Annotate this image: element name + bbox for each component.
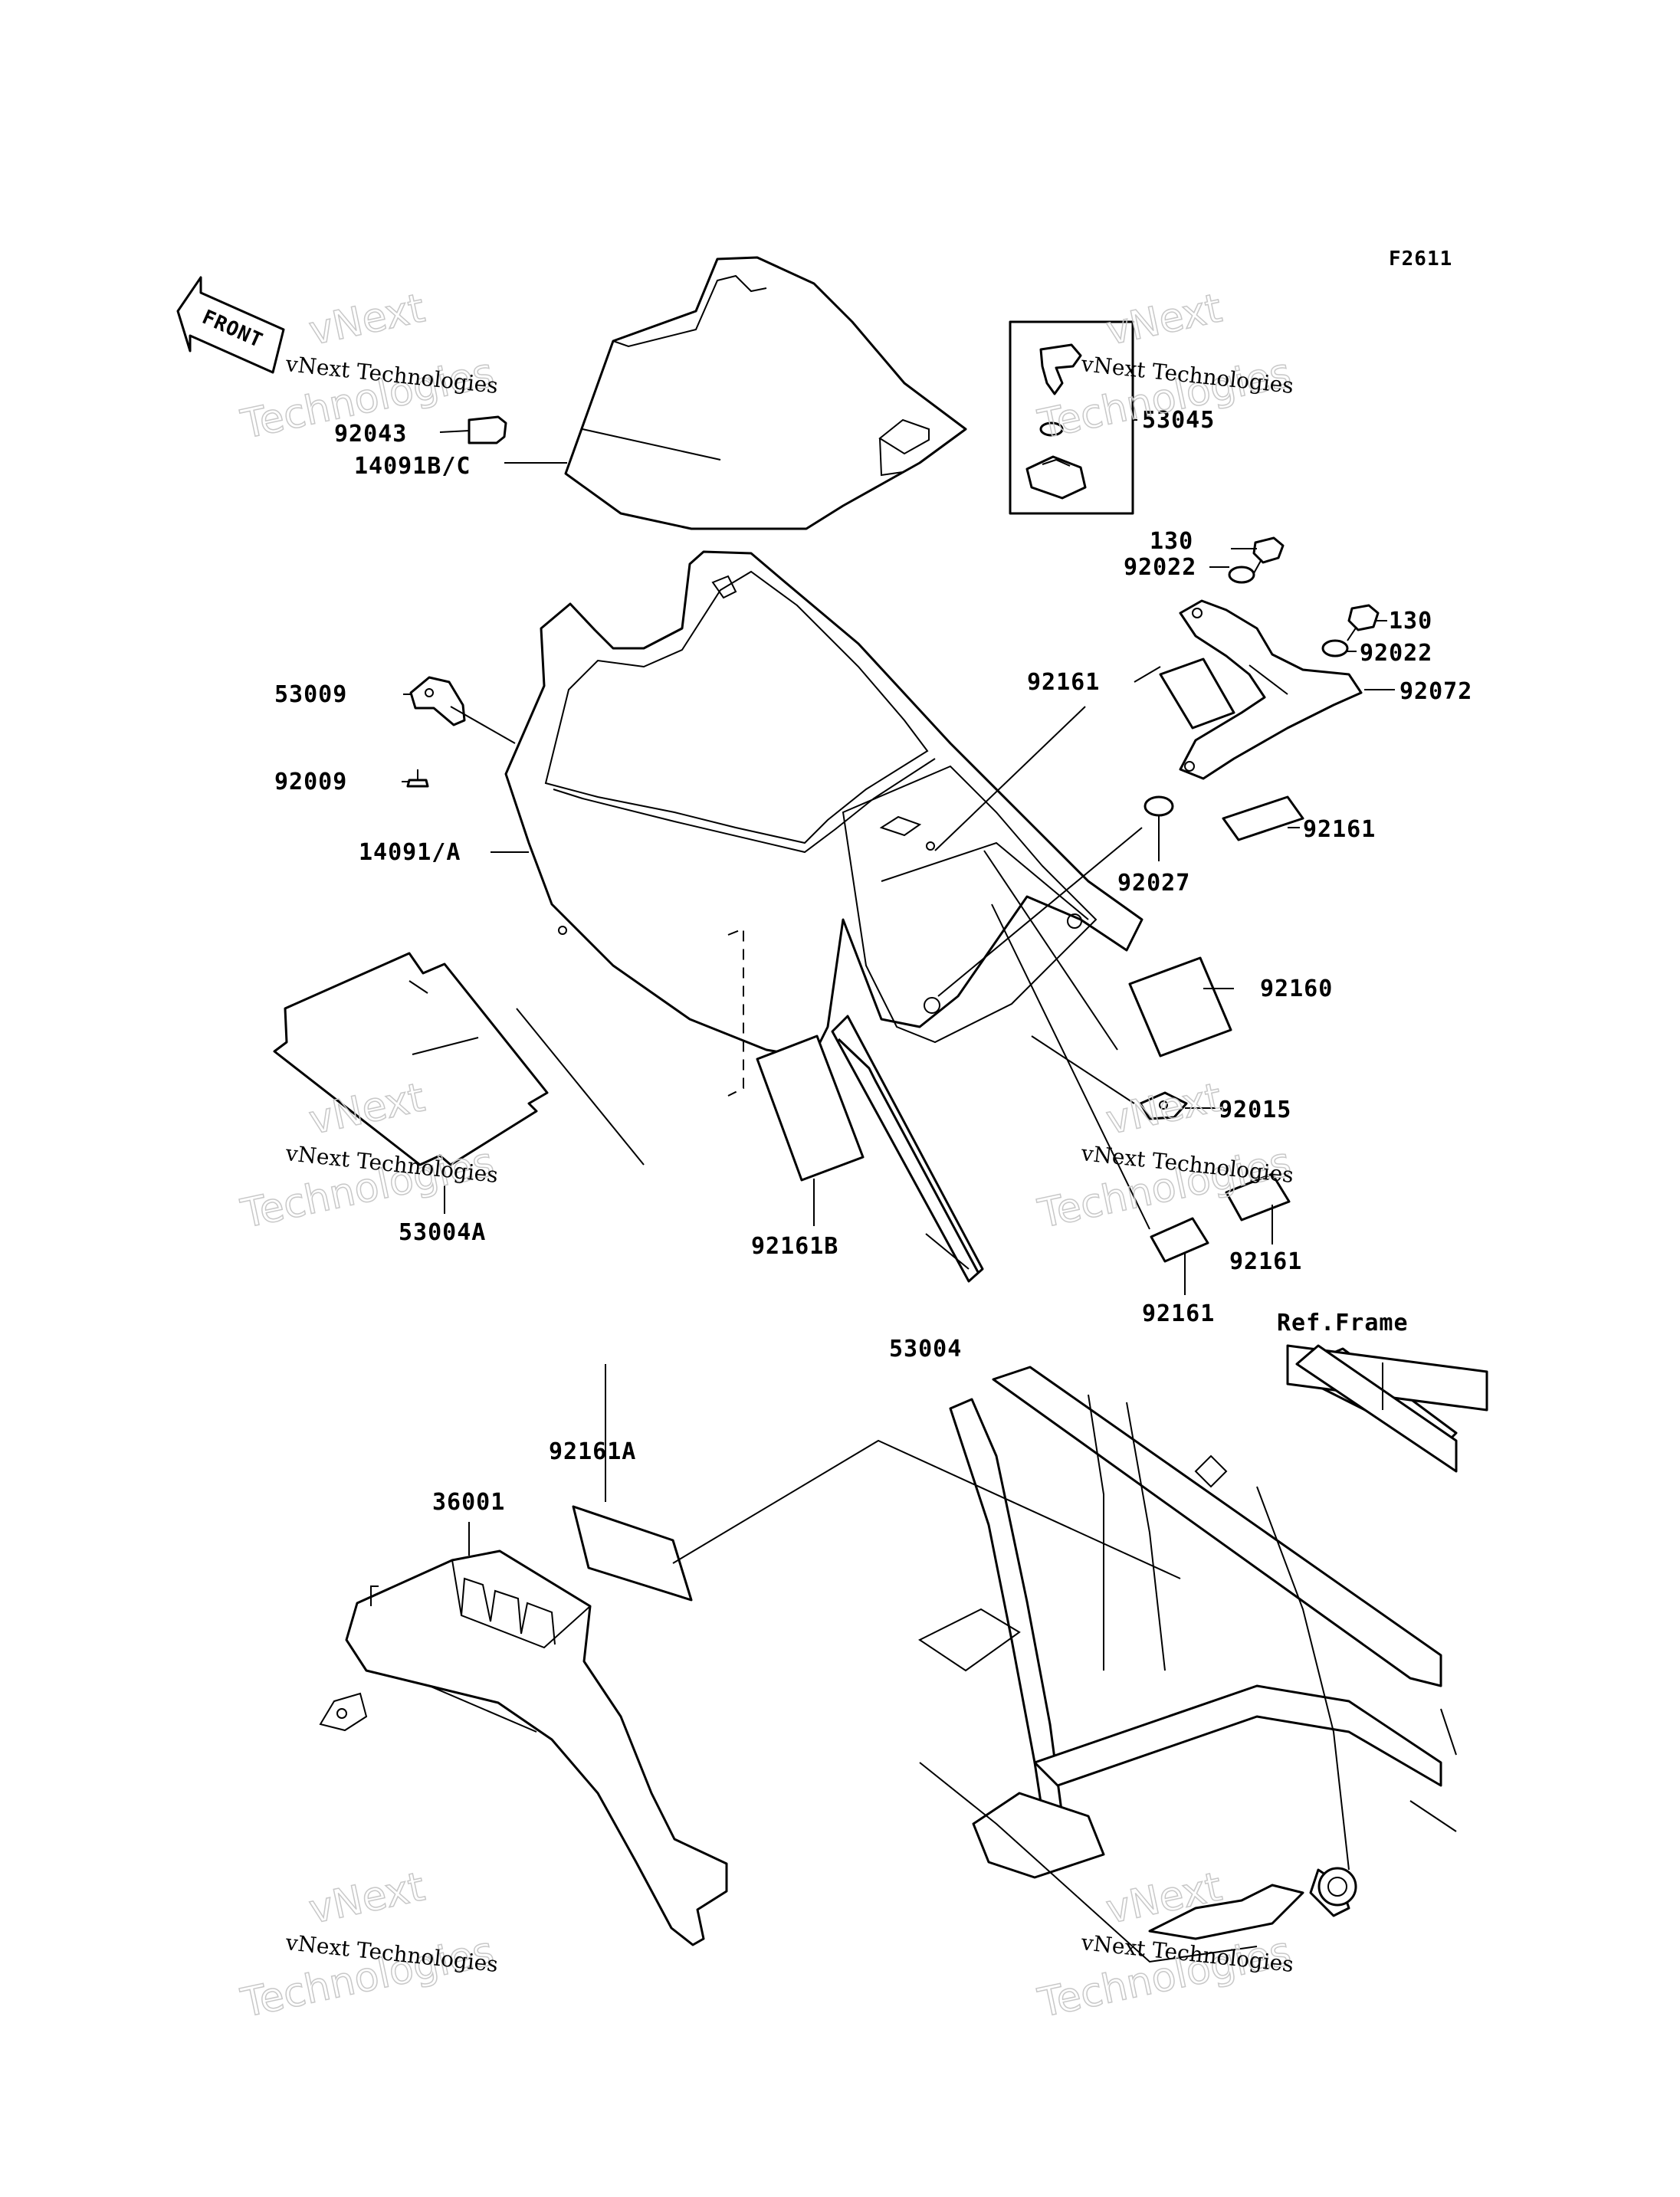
label-92027: 92027 (1117, 870, 1190, 897)
pad-92161b (756, 1035, 865, 1182)
svg-text:vNext: vNext (1102, 285, 1226, 354)
screw-92009 (406, 769, 429, 788)
bolt-130-upper (1252, 536, 1285, 574)
label-53045: 53045 (1142, 407, 1215, 434)
leader-lines (402, 419, 1395, 1579)
label-92161-bottom-b: 92161 (1229, 1248, 1302, 1275)
label-92160: 92160 (1260, 976, 1333, 1002)
label-92043: 92043 (334, 421, 407, 448)
label-92072: 92072 (1399, 678, 1472, 705)
pad-92160 (1128, 956, 1232, 1058)
front-arrow-icon: FRONT (176, 276, 285, 374)
watermark-bottom-left: vNext Technologies vNext Technologies (237, 1864, 500, 2028)
label-53009: 53009 (274, 681, 347, 708)
label-53004a: 53004A (399, 1219, 486, 1246)
label-92161b: 92161B (751, 1233, 838, 1260)
main-cowl-14091a (504, 550, 1144, 1059)
mat-53004a (273, 952, 549, 1166)
label-14091bc: 14091B/C (354, 453, 471, 480)
label-53004: 53004 (889, 1336, 962, 1362)
label-130-upper: 130 (1150, 528, 1193, 555)
bolt-130-right (1347, 604, 1380, 641)
label-92015: 92015 (1219, 1097, 1291, 1123)
label-92161-stay: 92161 (1027, 669, 1100, 696)
svg-text:vNext: vNext (1102, 1074, 1226, 1143)
part-labels: 92043 14091B/C 53045 130 92022 130 92022… (274, 407, 1472, 1516)
washer-92022-upper (1228, 566, 1255, 584)
frame-right-strip (1295, 1344, 1458, 1473)
fastener-kit-53045 (1009, 320, 1134, 515)
pad-92161a (572, 1505, 693, 1602)
label-ref-frame: Ref.Frame (1277, 1310, 1409, 1336)
label-92161a: 92161A (549, 1438, 636, 1465)
label-92161-bottom-a: 92161 (1142, 1300, 1215, 1327)
bracket-53009 (409, 676, 466, 726)
upper-cover-14091bc (564, 256, 967, 530)
label-36001: 36001 (432, 1489, 505, 1516)
label-92022-right: 92022 (1360, 640, 1432, 667)
stay-92072 (1179, 599, 1363, 780)
label-92022-upper: 92022 (1124, 554, 1196, 581)
label-130-right: 130 (1389, 608, 1432, 635)
nut-92015 (1139, 1091, 1188, 1120)
clip-92043 (468, 415, 507, 444)
svg-text:vNext: vNext (305, 1864, 428, 1933)
figure-code: F2611 (1389, 248, 1452, 271)
svg-text:vNext: vNext (305, 285, 428, 354)
label-92009: 92009 (274, 769, 347, 795)
frame-reference (918, 1344, 1488, 1963)
watermark-bottom-right: vNext Technologies vNext Technologies (1034, 1864, 1296, 2028)
pad-92161-bottom-a (1150, 1217, 1209, 1263)
washer-92027 (1144, 795, 1174, 817)
mat-53004 (831, 1015, 984, 1283)
pad-92161-stay (1159, 657, 1235, 730)
pad-92161-bottom-b (1225, 1172, 1291, 1221)
pad-92161-lower-right (1222, 795, 1304, 841)
washer-92022-right (1321, 639, 1349, 657)
label-14091a: 14091/A (359, 839, 461, 866)
duct-36001 (319, 1549, 728, 1946)
label-92161-lower-right: 92161 (1303, 816, 1376, 843)
